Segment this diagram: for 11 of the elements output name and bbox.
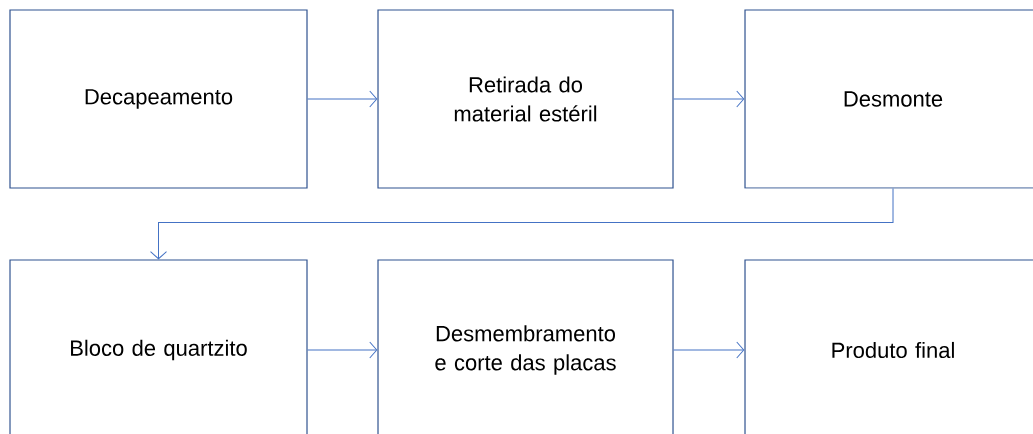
process-box: Desmembramento e corte das placas <box>377 259 674 434</box>
arrow <box>673 341 745 359</box>
process-box: Retirada do material estéril <box>377 9 674 189</box>
arrow <box>307 90 378 108</box>
arrow <box>150 188 894 260</box>
process-box: Bloco de quartzito <box>9 259 308 434</box>
process-box: Produto final <box>744 259 1033 434</box>
arrow <box>673 90 745 108</box>
process-box: Decapeamento <box>9 9 308 189</box>
arrow <box>307 341 378 359</box>
process-box: Desmonte <box>744 9 1033 189</box>
